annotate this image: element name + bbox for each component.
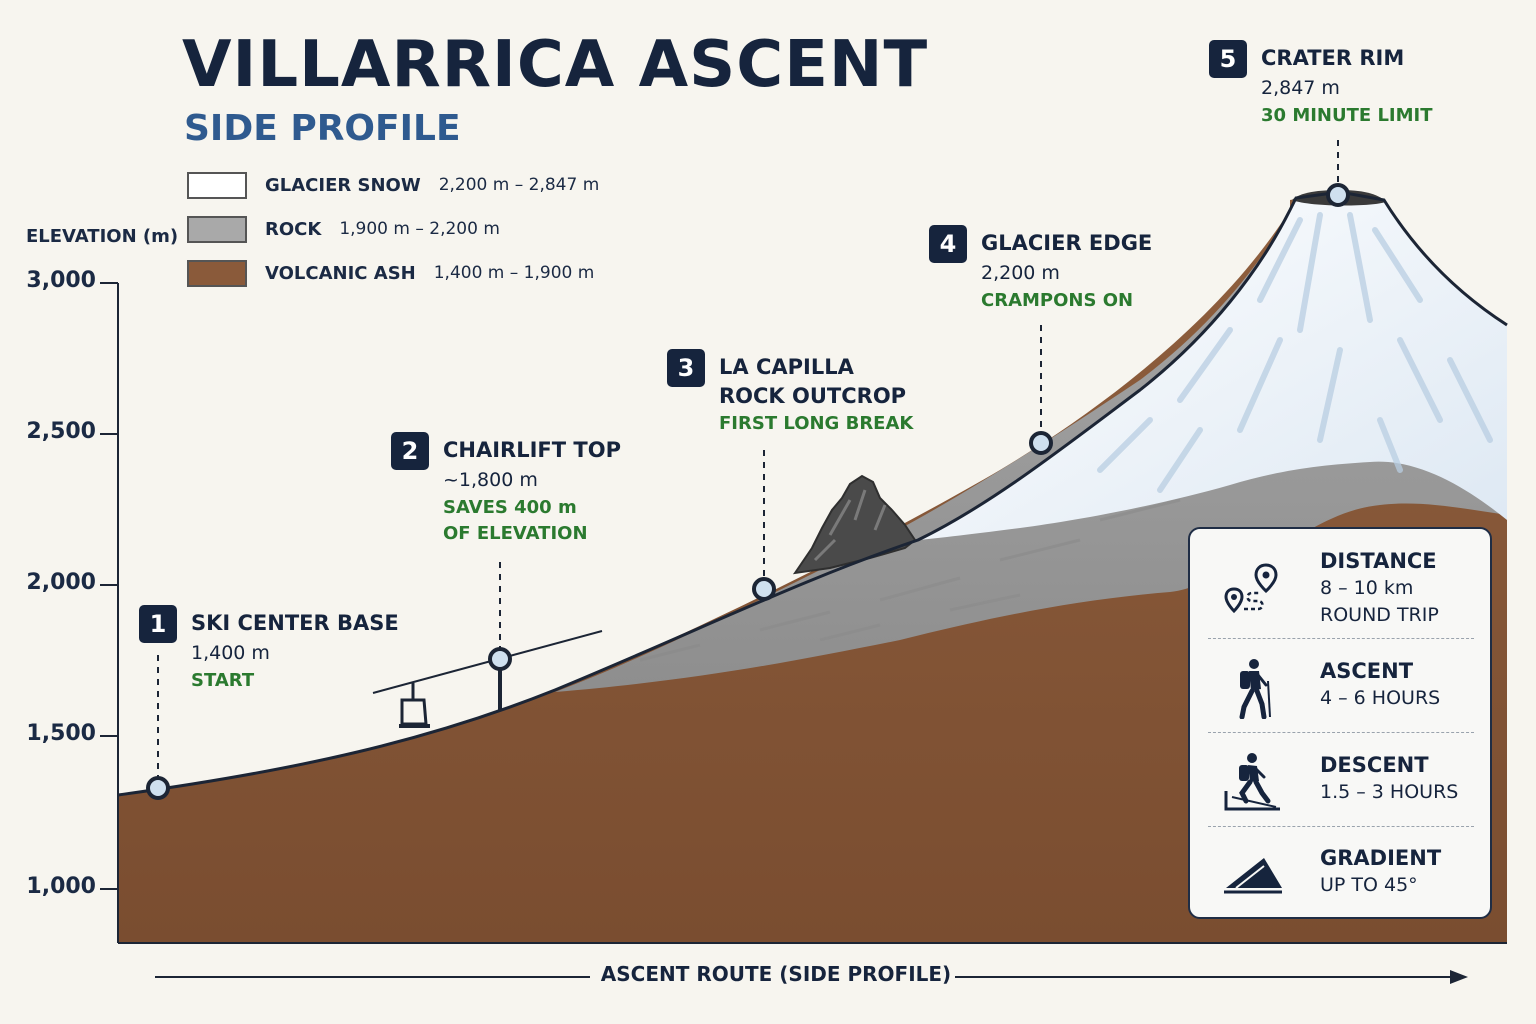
leader-lines (157, 140, 1339, 780)
legend-item-rock: ROCK 1,900 m – 2,200 m (187, 214, 500, 244)
waypoint-badge: 4 (929, 225, 967, 263)
marker-5 (1326, 183, 1350, 207)
waypoint-badge: 2 (391, 432, 429, 470)
rock-texture (639, 498, 1181, 662)
waypoint-note: FIRST LONG BREAK (719, 413, 914, 434)
tick-label-1500: 1,500 (26, 721, 96, 746)
waypoint-name: SKI CENTER BASE (191, 611, 399, 635)
info-label: ASCENT (1320, 659, 1414, 683)
info-value: UP TO 45° (1320, 874, 1418, 896)
info-panel: DISTANCE 8 – 10 km ROUND TRIP ASCENT 4 –… (1188, 527, 1492, 919)
waypoint-elevation: ~1,800 m (443, 469, 538, 491)
swatch-rock (187, 215, 247, 243)
marker-1 (146, 776, 170, 800)
waypoint-name: LA CAPILLA (719, 355, 854, 379)
info-label: DISTANCE (1320, 549, 1437, 573)
outcrop-highlights (813, 489, 887, 562)
info-divider (1208, 826, 1474, 827)
waypoint-name-2: ROCK OUTCROP (719, 384, 907, 408)
tick-label-2000: 2,000 (26, 570, 96, 595)
info-row-descent: DESCENT 1.5 – 3 HOURS (1208, 751, 1474, 825)
legend-label: VOLCANIC ASH (265, 262, 416, 284)
swatch-glacier-snow (187, 171, 247, 199)
waypoint-badge: 3 (667, 349, 705, 387)
legend-range: 2,200 m – 2,847 m (438, 175, 600, 195)
swatch-volcanic-ash (187, 259, 247, 287)
waypoint-note: CRAMPONS ON (981, 290, 1134, 311)
waypoint-note-2: OF ELEVATION (443, 523, 588, 544)
waypoint-note: START (191, 670, 255, 691)
waypoint-badge: 1 (139, 605, 177, 643)
waypoint-elevation: 2,200 m (981, 262, 1060, 284)
page-subtitle: SIDE PROFILE (184, 108, 461, 149)
hiker-icon (1239, 659, 1271, 719)
info-divider (1208, 732, 1474, 733)
y-axis-title: ELEVATION (m) (26, 226, 179, 247)
info-row-distance: DISTANCE 8 – 10 km ROUND TRIP (1208, 547, 1474, 637)
waypoint-elevation: 2,847 m (1261, 77, 1340, 99)
info-value: 4 – 6 HOURS (1320, 687, 1441, 709)
legend-item-volcanic-ash: VOLCANIC ASH 1,400 m – 1,900 m (187, 258, 594, 288)
waypoint-note: SAVES 400 m (443, 497, 577, 518)
waypoint-name: GLACIER EDGE (981, 231, 1153, 255)
legend-range: 1,900 m – 2,200 m (339, 219, 500, 239)
legend-item-glacier-snow: GLACIER SNOW 2,200 m – 2,847 m (187, 170, 599, 200)
route-pin-icon (1224, 563, 1278, 614)
info-divider (1208, 638, 1474, 639)
waypoint-elevation: 1,400 m (191, 642, 270, 664)
info-row-ascent: ASCENT 4 – 6 HOURS (1208, 657, 1474, 731)
descent-slide-icon (1224, 753, 1280, 811)
legend-label: GLACIER SNOW (265, 174, 421, 196)
marker-4 (1029, 431, 1053, 455)
info-label: DESCENT (1320, 753, 1429, 777)
legend-label: ROCK (265, 218, 322, 240)
legend-range: 1,400 m – 1,900 m (433, 263, 595, 283)
info-row-gradient: GRADIENT UP TO 45° (1208, 844, 1474, 906)
chairlift (372, 630, 603, 728)
route-label: ASCENT ROUTE (SIDE PROFILE) (600, 962, 952, 986)
waypoint-name: CRATER RIM (1261, 46, 1405, 70)
tick-label-2500: 2,500 (26, 419, 96, 444)
route-arrow (155, 970, 1468, 984)
waypoint-badge: 5 (1209, 40, 1247, 78)
tick-label-3000: 3,000 (26, 268, 96, 293)
waypoint-note: 30 MINUTE LIMIT (1261, 105, 1433, 126)
tick-label-1000: 1,000 (26, 874, 96, 899)
info-value: 1.5 – 3 HOURS (1320, 781, 1459, 803)
waypoint-name: CHAIRLIFT TOP (443, 438, 621, 462)
marker-2 (488, 647, 512, 671)
snow-shading (1097, 212, 1493, 493)
info-value: 8 – 10 km (1320, 577, 1414, 599)
y-axis (100, 282, 1507, 944)
waypoint-markers (146, 183, 1350, 800)
info-value-2: ROUND TRIP (1320, 604, 1439, 626)
marker-3 (752, 577, 776, 601)
page-title: VILLARRICA ASCENT (182, 28, 929, 102)
info-label: GRADIENT (1320, 846, 1442, 870)
slope-icon (1224, 858, 1282, 894)
